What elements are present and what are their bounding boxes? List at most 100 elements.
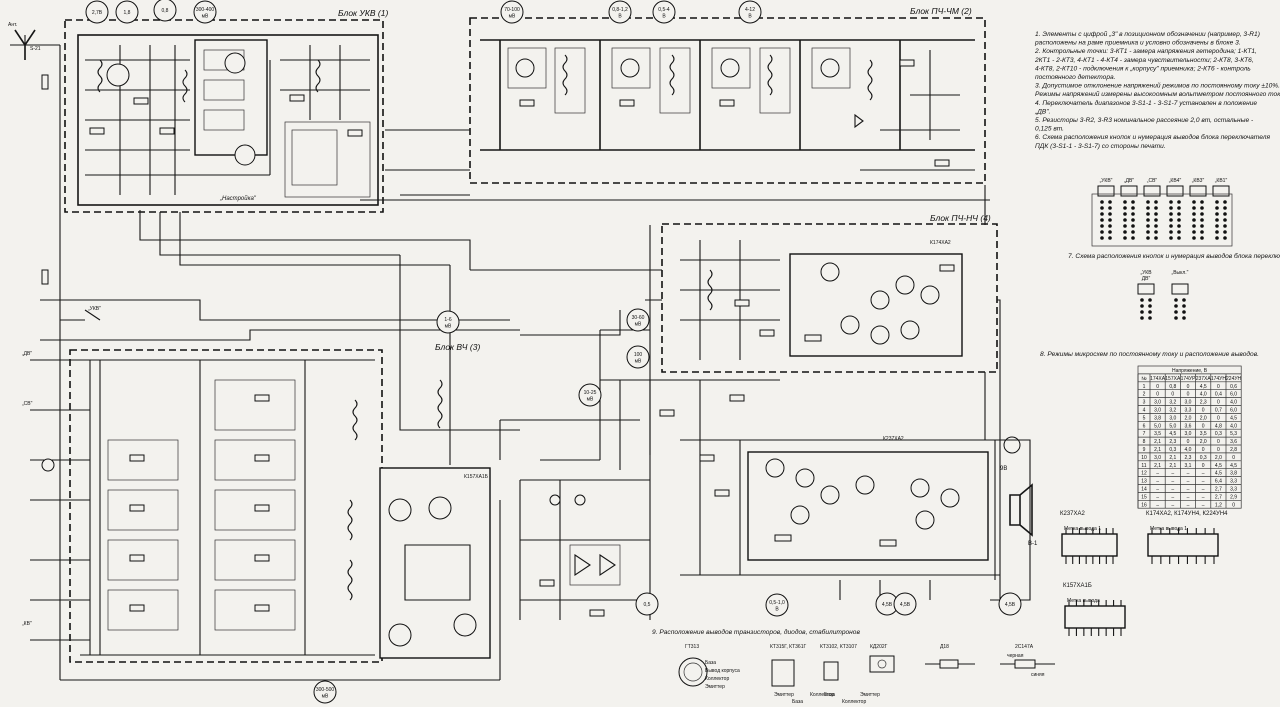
switch-pin — [1169, 224, 1173, 228]
pinout-body-inner — [683, 662, 703, 682]
note-line: 3. Допустимое отклонение напряжений режи… — [1035, 82, 1280, 90]
switch-pin — [1108, 224, 1112, 228]
table-cell: 4,0 — [1230, 423, 1237, 429]
table-cell: 2,7 — [1215, 494, 1222, 500]
pinout-title: КТ3102, КТ3107 — [820, 644, 857, 650]
table-cell: 1 — [1143, 384, 1146, 390]
switch-pin — [1123, 230, 1127, 234]
table-cell: 6,0 — [1230, 392, 1237, 398]
switch-pin — [1192, 206, 1196, 210]
table-col-header: 237ХА — [1196, 376, 1212, 382]
table-cell: 0 — [1217, 384, 1220, 390]
table-cell: 3,6 — [1185, 423, 1192, 429]
table-cell: 0,7 — [1215, 408, 1222, 414]
table-cell: 0 — [1232, 455, 1235, 461]
callout-value: В — [662, 13, 666, 19]
switch-pin — [1177, 230, 1181, 234]
switch-pin — [1154, 230, 1158, 234]
switch-pin — [1123, 212, 1127, 216]
callout-value: мВ — [509, 13, 516, 19]
switch-pin — [1192, 218, 1196, 222]
switch-pin — [1146, 224, 1150, 228]
table-col-header: 174ХА — [1150, 376, 1166, 382]
switch-pin — [1146, 212, 1150, 216]
switch-pin — [1140, 310, 1144, 314]
switch-pin — [1108, 206, 1112, 210]
callout-circle — [193, 0, 217, 24]
callout-circle — [436, 310, 460, 334]
pinout-body — [678, 657, 708, 687]
power-label: 9В — [1000, 466, 1007, 472]
switch-pin — [1154, 200, 1158, 204]
pinout-title: Д18 — [940, 644, 949, 650]
ic-package-body — [1061, 533, 1118, 557]
table-cell: – — [1156, 494, 1159, 500]
switch-pin — [1100, 230, 1104, 234]
callout-value: 4-12 — [745, 7, 755, 13]
note-line: Режимы напряжений измерены высокоомным в… — [1035, 90, 1280, 98]
table-cell: 14 — [1141, 487, 1147, 493]
table-cell: 3,2 — [1169, 400, 1176, 406]
af-amplifier-circuit — [680, 436, 1033, 601]
pinout-body — [771, 659, 795, 687]
table-cell: 2,0 — [1215, 455, 1222, 461]
table-cell: 4,5 — [1230, 463, 1237, 469]
table-col-header: 157ХА — [1165, 376, 1181, 382]
table-cell: 4,0 — [1200, 392, 1207, 398]
chip-label-k237: К237ХА2 — [883, 436, 904, 442]
switch-pin — [1177, 218, 1181, 222]
table-cell: 2,3 — [1200, 400, 1207, 406]
table-cell: – — [1202, 494, 1205, 500]
note-item-9: 9. Расположение выводов транзисторов, ди… — [652, 628, 860, 636]
table-cell: 7 — [1143, 431, 1146, 437]
table-cell: 2,7 — [1215, 487, 1222, 493]
table-cell: 4,5 — [1169, 431, 1176, 437]
ic-package-body — [1147, 533, 1219, 557]
callout-value: 10-25 — [584, 390, 597, 396]
pch-nch-block-circuit — [680, 240, 963, 360]
callout-circle — [893, 592, 917, 616]
switch-pin — [1108, 212, 1112, 216]
table-cell: 9 — [1143, 447, 1146, 453]
voltage-callout: 0,5 — [635, 592, 659, 616]
switch-pin — [1146, 206, 1150, 210]
switch-pin — [1169, 218, 1173, 222]
callout-value: 100 — [634, 352, 643, 358]
table-cell: 4 — [1143, 408, 1146, 414]
table-cell: – — [1187, 479, 1190, 485]
table-cell: 4,5 — [1230, 415, 1237, 421]
table-col-header: 174УН — [1211, 376, 1227, 382]
table-cell: 5 — [1143, 415, 1146, 421]
note-line: „ДВ". — [1034, 108, 1051, 115]
ic-package-title: К237ХА2 — [1060, 511, 1086, 517]
switch-pin — [1177, 236, 1181, 240]
callout-circle — [652, 0, 676, 24]
switch-button-layout: „УКВ"„ДВ"„СВ"„КВ4"„КВ3"„КВ1" — [1091, 178, 1233, 247]
note-line: 6. Схема расположения кнопок и нумерация… — [1035, 133, 1270, 141]
table-cell: 8 — [1143, 439, 1146, 445]
voltage-callout: 1-6мВ — [436, 310, 460, 334]
table-cell: 2,1 — [1154, 463, 1161, 469]
switch-pin — [1108, 218, 1112, 222]
table-cell: – — [1171, 494, 1174, 500]
table-cell: 3,0 — [1154, 400, 1161, 406]
table-cell: 0 — [1187, 392, 1190, 398]
callout-value: 2,7В — [92, 10, 103, 16]
ic-package-title: К174ХА2, К174УН4, К224УН4 — [1146, 511, 1228, 517]
callout-value: 30-60 — [632, 315, 645, 321]
table-cell: 0 — [1171, 392, 1174, 398]
switch-pin — [1146, 218, 1150, 222]
table-cell: 0 — [1232, 502, 1235, 508]
switch-pin — [1169, 230, 1173, 234]
voltage-callout: 4,5В — [998, 592, 1022, 616]
callout-circle — [626, 308, 650, 332]
voltage-callout: 0,8-1,2В — [608, 0, 632, 24]
table-cell: 3,3 — [1230, 479, 1237, 485]
pinout-pin-label: Эмиттер — [774, 692, 794, 698]
